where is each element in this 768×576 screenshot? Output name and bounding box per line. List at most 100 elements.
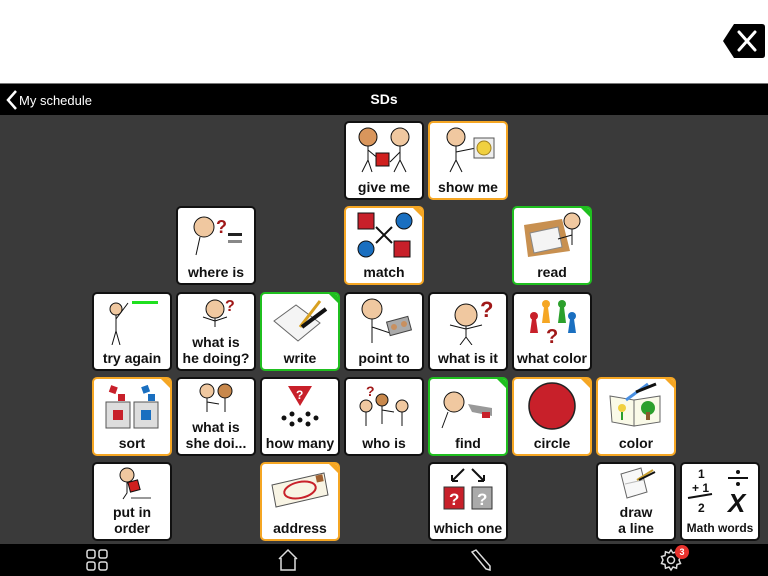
tile-which-one[interactable]: ?? which one xyxy=(428,462,508,541)
back-label: My schedule xyxy=(19,92,92,108)
tile-draw-a-line[interactable]: draw a line xyxy=(596,462,676,541)
tile-what-is-it[interactable]: ? what is it xyxy=(428,292,508,371)
tile-label: how many xyxy=(265,435,335,451)
tile-show-me[interactable]: show me xyxy=(428,121,508,200)
circle-icon xyxy=(514,381,590,431)
tile-where-is[interactable]: ? where is xyxy=(176,206,256,285)
tile-read[interactable]: read xyxy=(512,206,592,285)
home-icon xyxy=(278,548,298,571)
write-icon xyxy=(262,296,338,346)
svg-text:?: ? xyxy=(546,326,558,345)
tile-label: draw a line xyxy=(618,504,654,536)
tile-what-is-she-doing[interactable]: what is she doi... xyxy=(176,377,256,456)
tile-label: match xyxy=(363,264,405,280)
bottom-toolbar xyxy=(0,544,768,576)
read-icon xyxy=(514,210,590,260)
folder-corner xyxy=(580,208,590,218)
svg-text:?: ? xyxy=(366,383,375,399)
tile-address[interactable]: address xyxy=(260,462,340,541)
navigation-bar: My schedule SDs xyxy=(0,83,768,115)
tile-label: color xyxy=(618,435,654,451)
svg-text:X: X xyxy=(726,488,747,516)
tile-label: where is xyxy=(187,264,245,280)
what-color-icon: ? xyxy=(514,296,590,346)
tile-label: try again xyxy=(102,350,162,366)
which-one-icon: ?? xyxy=(430,466,506,516)
tile-match[interactable]: match xyxy=(344,206,424,285)
try-again-icon xyxy=(94,296,170,346)
draw-a-line-icon xyxy=(598,466,674,502)
where-is-icon: ? xyxy=(178,210,254,260)
tile-label: give me xyxy=(357,179,411,195)
folder-corner xyxy=(328,294,338,304)
tile-color[interactable]: color xyxy=(596,377,676,456)
tile-sort[interactable]: sort xyxy=(92,377,172,456)
sort-icon xyxy=(94,381,170,431)
tile-try-again[interactable]: try again xyxy=(92,292,172,371)
math-words-icon: 1+ 1 2 X xyxy=(682,466,758,516)
tile-label: point to xyxy=(358,350,410,366)
svg-text:?: ? xyxy=(480,297,493,322)
page-title: SDs xyxy=(370,91,398,107)
svg-text:?: ? xyxy=(225,298,235,315)
tile-label: write xyxy=(283,350,317,366)
svg-text:?: ? xyxy=(449,490,459,509)
put-in-order-icon xyxy=(94,466,170,502)
back-button[interactable]: My schedule xyxy=(6,88,92,112)
tile-label: address xyxy=(273,520,327,536)
tile-label: sort xyxy=(118,435,146,451)
give-me-icon xyxy=(346,125,422,175)
folder-corner xyxy=(160,379,170,389)
folder-corner xyxy=(664,379,674,389)
what-is-she-doing-icon xyxy=(178,381,254,417)
tile-give-me[interactable]: give me xyxy=(344,121,424,200)
clear-message-button[interactable] xyxy=(722,23,766,59)
tile-put-in-order[interactable]: put in order xyxy=(92,462,172,541)
tile-who-is[interactable]: ? who is xyxy=(344,377,424,456)
tile-label: what is he doing? xyxy=(182,334,250,366)
tile-label: circle xyxy=(533,435,571,451)
tile-point-to[interactable]: point to xyxy=(344,292,424,371)
tile-circle[interactable]: circle xyxy=(512,377,592,456)
tile-what-color[interactable]: ? what color xyxy=(512,292,592,371)
edit-button[interactable] xyxy=(465,547,495,573)
tile-write[interactable]: write xyxy=(260,292,340,371)
svg-text:2: 2 xyxy=(698,501,705,515)
folder-corner xyxy=(580,379,590,389)
color-icon xyxy=(598,381,674,431)
tile-what-is-he-doing[interactable]: ? what is he doing? xyxy=(176,292,256,371)
chevron-left-icon xyxy=(6,90,17,110)
svg-text:1: 1 xyxy=(698,467,705,481)
message-bar xyxy=(0,0,768,83)
match-icon xyxy=(346,210,422,260)
tile-label: put in order xyxy=(112,504,152,536)
tile-label: which one xyxy=(433,520,503,536)
tile-label: what color xyxy=(516,350,587,366)
show-me-icon xyxy=(430,125,506,175)
tile-label: what is it xyxy=(438,350,498,366)
grid-button[interactable] xyxy=(82,547,112,573)
pencil-icon xyxy=(470,549,491,571)
svg-text:?: ? xyxy=(477,490,487,509)
settings-notification-badge: 3 xyxy=(675,545,689,559)
tile-find[interactable]: find xyxy=(428,377,508,456)
tile-label: show me xyxy=(438,179,498,195)
what-is-it-icon: ? xyxy=(430,296,506,346)
tile-how-many[interactable]: ? how many xyxy=(260,377,340,456)
home-button[interactable] xyxy=(273,547,303,573)
backspace-x-icon xyxy=(723,24,765,58)
svg-text:+ 1: + 1 xyxy=(692,481,709,495)
address-icon xyxy=(262,466,338,516)
tile-label: read xyxy=(537,264,567,280)
tile-label: who is xyxy=(362,435,406,451)
who-is-icon: ? xyxy=(346,381,422,431)
folder-corner xyxy=(412,208,422,218)
point-to-icon xyxy=(346,296,422,346)
svg-text:?: ? xyxy=(296,388,303,402)
svg-text:?: ? xyxy=(216,217,227,237)
folder-corner xyxy=(328,464,338,474)
find-icon xyxy=(430,381,506,431)
how-many-icon: ? xyxy=(262,381,338,431)
symbol-grid: give me show me ? where is match read tr… xyxy=(0,115,768,544)
